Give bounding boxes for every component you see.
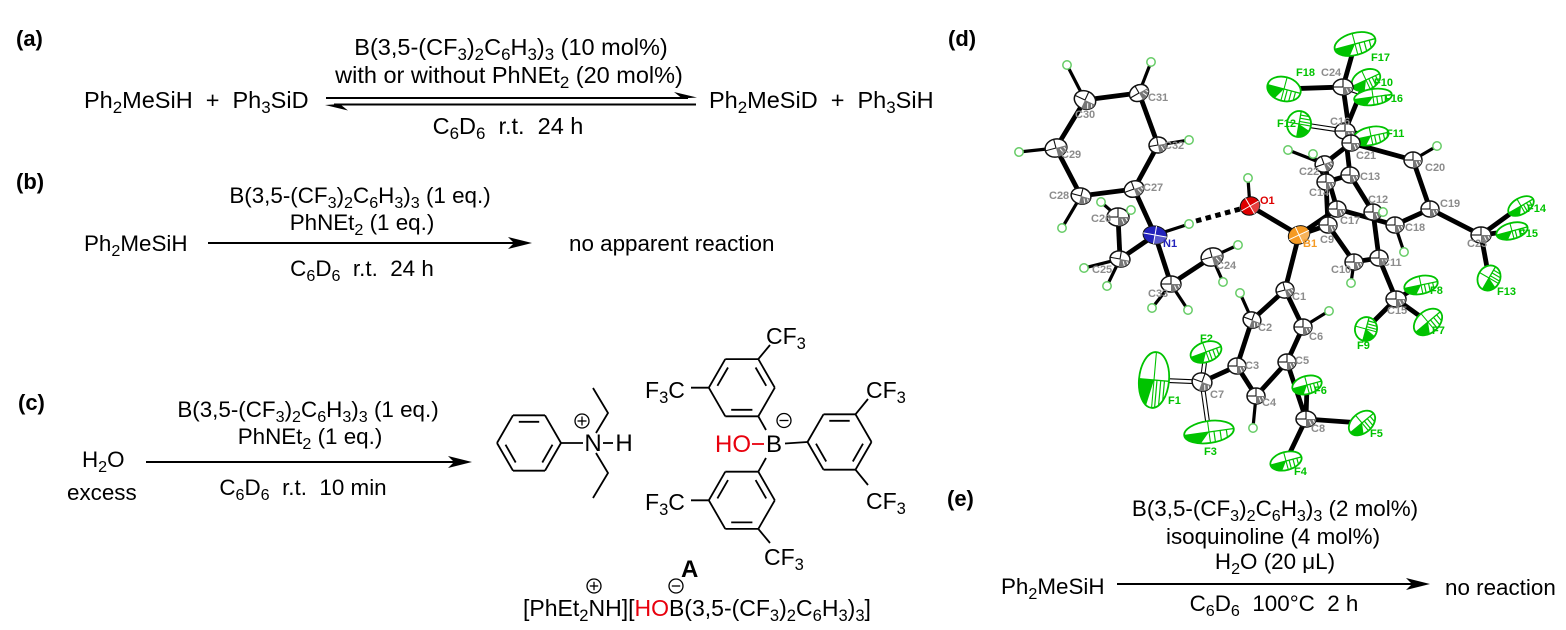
svg-text:C18: C18 (1405, 222, 1425, 234)
svg-text:F8: F8 (1430, 285, 1443, 297)
svg-text:C22: C22 (1299, 166, 1319, 178)
svg-text:C21: C21 (1356, 150, 1376, 162)
svg-text:F6: F6 (1314, 385, 1327, 397)
svg-text:C16: C16 (1330, 116, 1350, 128)
svg-text:F5: F5 (1370, 428, 1383, 440)
svg-text:F7: F7 (1432, 325, 1445, 337)
svg-text:F13: F13 (1497, 286, 1516, 298)
svg-text:F18: F18 (1296, 67, 1315, 79)
svg-text:C24: C24 (1321, 67, 1342, 79)
svg-text:C30: C30 (1075, 109, 1095, 121)
svg-text:C2: C2 (1258, 322, 1272, 334)
svg-text:C19: C19 (1440, 198, 1460, 210)
svg-text:C26: C26 (1091, 213, 1111, 225)
svg-text:F9: F9 (1357, 340, 1370, 352)
svg-text:C11: C11 (1382, 257, 1402, 269)
svg-text:F4: F4 (1294, 466, 1308, 478)
svg-text:C25: C25 (1092, 264, 1112, 276)
svg-text:C28: C28 (1049, 190, 1069, 202)
svg-text:F11: F11 (1386, 128, 1404, 140)
svg-text:C24: C24 (1216, 260, 1237, 272)
svg-text:F3: F3 (1204, 446, 1217, 458)
svg-text:C4: C4 (1262, 397, 1277, 409)
svg-text:F15: F15 (1519, 228, 1538, 240)
svg-text:F12: F12 (1277, 118, 1296, 130)
svg-text:C3: C3 (1245, 360, 1259, 372)
svg-text:C15: C15 (1387, 305, 1407, 317)
svg-text:C1: C1 (1292, 291, 1306, 303)
svg-text:C10: C10 (1331, 264, 1351, 276)
svg-text:F10: F10 (1374, 77, 1393, 89)
svg-text:C17: C17 (1340, 215, 1360, 227)
svg-text:C33: C33 (1148, 288, 1168, 300)
svg-text:C29: C29 (1061, 149, 1081, 161)
svg-text:C6: C6 (1309, 331, 1323, 343)
svg-text:C14: C14 (1309, 187, 1330, 199)
svg-text:C31: C31 (1148, 92, 1168, 104)
svg-text:B: B (766, 431, 782, 458)
svg-text:O1: O1 (1260, 195, 1275, 207)
svg-text:C20: C20 (1425, 162, 1445, 174)
svg-text:C13: C13 (1360, 171, 1380, 183)
svg-text:N: N (584, 430, 601, 457)
svg-text:C5: C5 (1295, 355, 1309, 367)
svg-text:F17: F17 (1371, 52, 1390, 64)
svg-text:C7: C7 (1210, 389, 1224, 401)
svg-text:F2: F2 (1200, 333, 1213, 345)
svg-text:B1: B1 (1303, 238, 1317, 250)
svg-text:F14: F14 (1527, 203, 1547, 215)
svg-text:F1: F1 (1168, 395, 1181, 407)
svg-text:H: H (615, 430, 632, 457)
svg-text:C12: C12 (1368, 194, 1388, 206)
svg-text:F16: F16 (1384, 93, 1403, 105)
svg-text:N1: N1 (1163, 238, 1177, 250)
svg-text:C27: C27 (1143, 182, 1163, 194)
svg-text:HO: HO (715, 431, 751, 458)
svg-text:C8: C8 (1311, 423, 1325, 435)
svg-text:C23: C23 (1467, 238, 1487, 250)
svg-text:C9: C9 (1320, 234, 1334, 246)
svg-text:C32: C32 (1164, 140, 1184, 152)
